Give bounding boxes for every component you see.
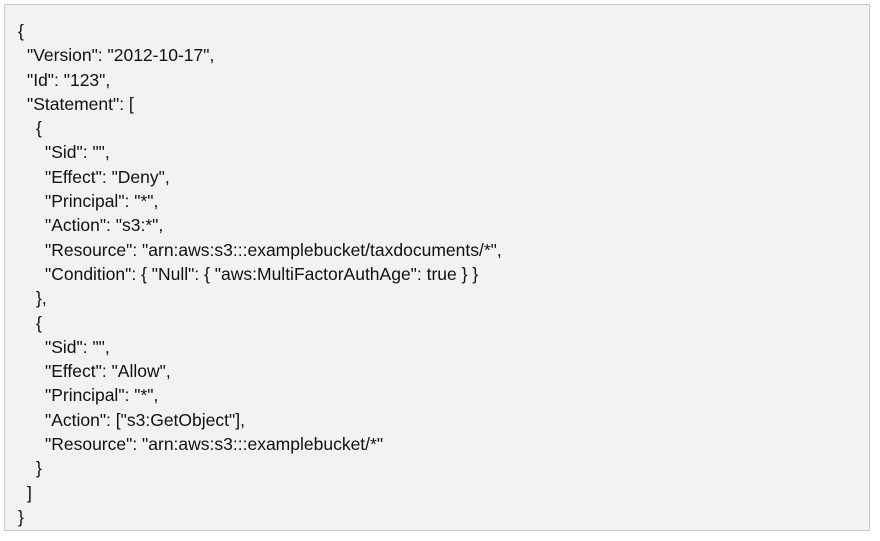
code-line: "Effect": "Allow", xyxy=(45,361,171,382)
code-line: "Version": "2012-10-17", xyxy=(27,45,215,66)
code-line: "Action": "s3:*", xyxy=(45,215,164,236)
code-line: "Sid": "", xyxy=(45,336,110,357)
code-line: "Action": ["s3:GetObject"], xyxy=(45,409,245,430)
code-line: "Effect": "Deny", xyxy=(45,166,170,187)
policy-json-listing: { "Version": "2012-10-17", "Id": "123", … xyxy=(18,19,502,529)
code-line: "Principal": "*", xyxy=(45,191,159,212)
code-line: }, xyxy=(36,288,47,309)
code-line: "Id": "123", xyxy=(27,69,111,90)
code-panel: { "Version": "2012-10-17", "Id": "123", … xyxy=(4,4,870,531)
code-line: "Condition": { "Null": { "aws:MultiFacto… xyxy=(45,263,479,284)
code-line: { xyxy=(36,118,42,139)
code-line: "Statement": [ xyxy=(27,93,134,114)
code-line: "Resource": "arn:aws:s3:::examplebucket/… xyxy=(45,239,502,260)
code-line: ] xyxy=(27,482,32,503)
code-line: { xyxy=(36,312,42,333)
code-line: "Resource": "arn:aws:s3:::examplebucket/… xyxy=(45,434,384,455)
code-line: "Sid": "", xyxy=(45,142,110,163)
code-line: } xyxy=(18,506,24,527)
code-line: "Principal": "*", xyxy=(45,385,159,406)
code-line: { xyxy=(18,21,24,41)
code-line: } xyxy=(36,458,42,479)
